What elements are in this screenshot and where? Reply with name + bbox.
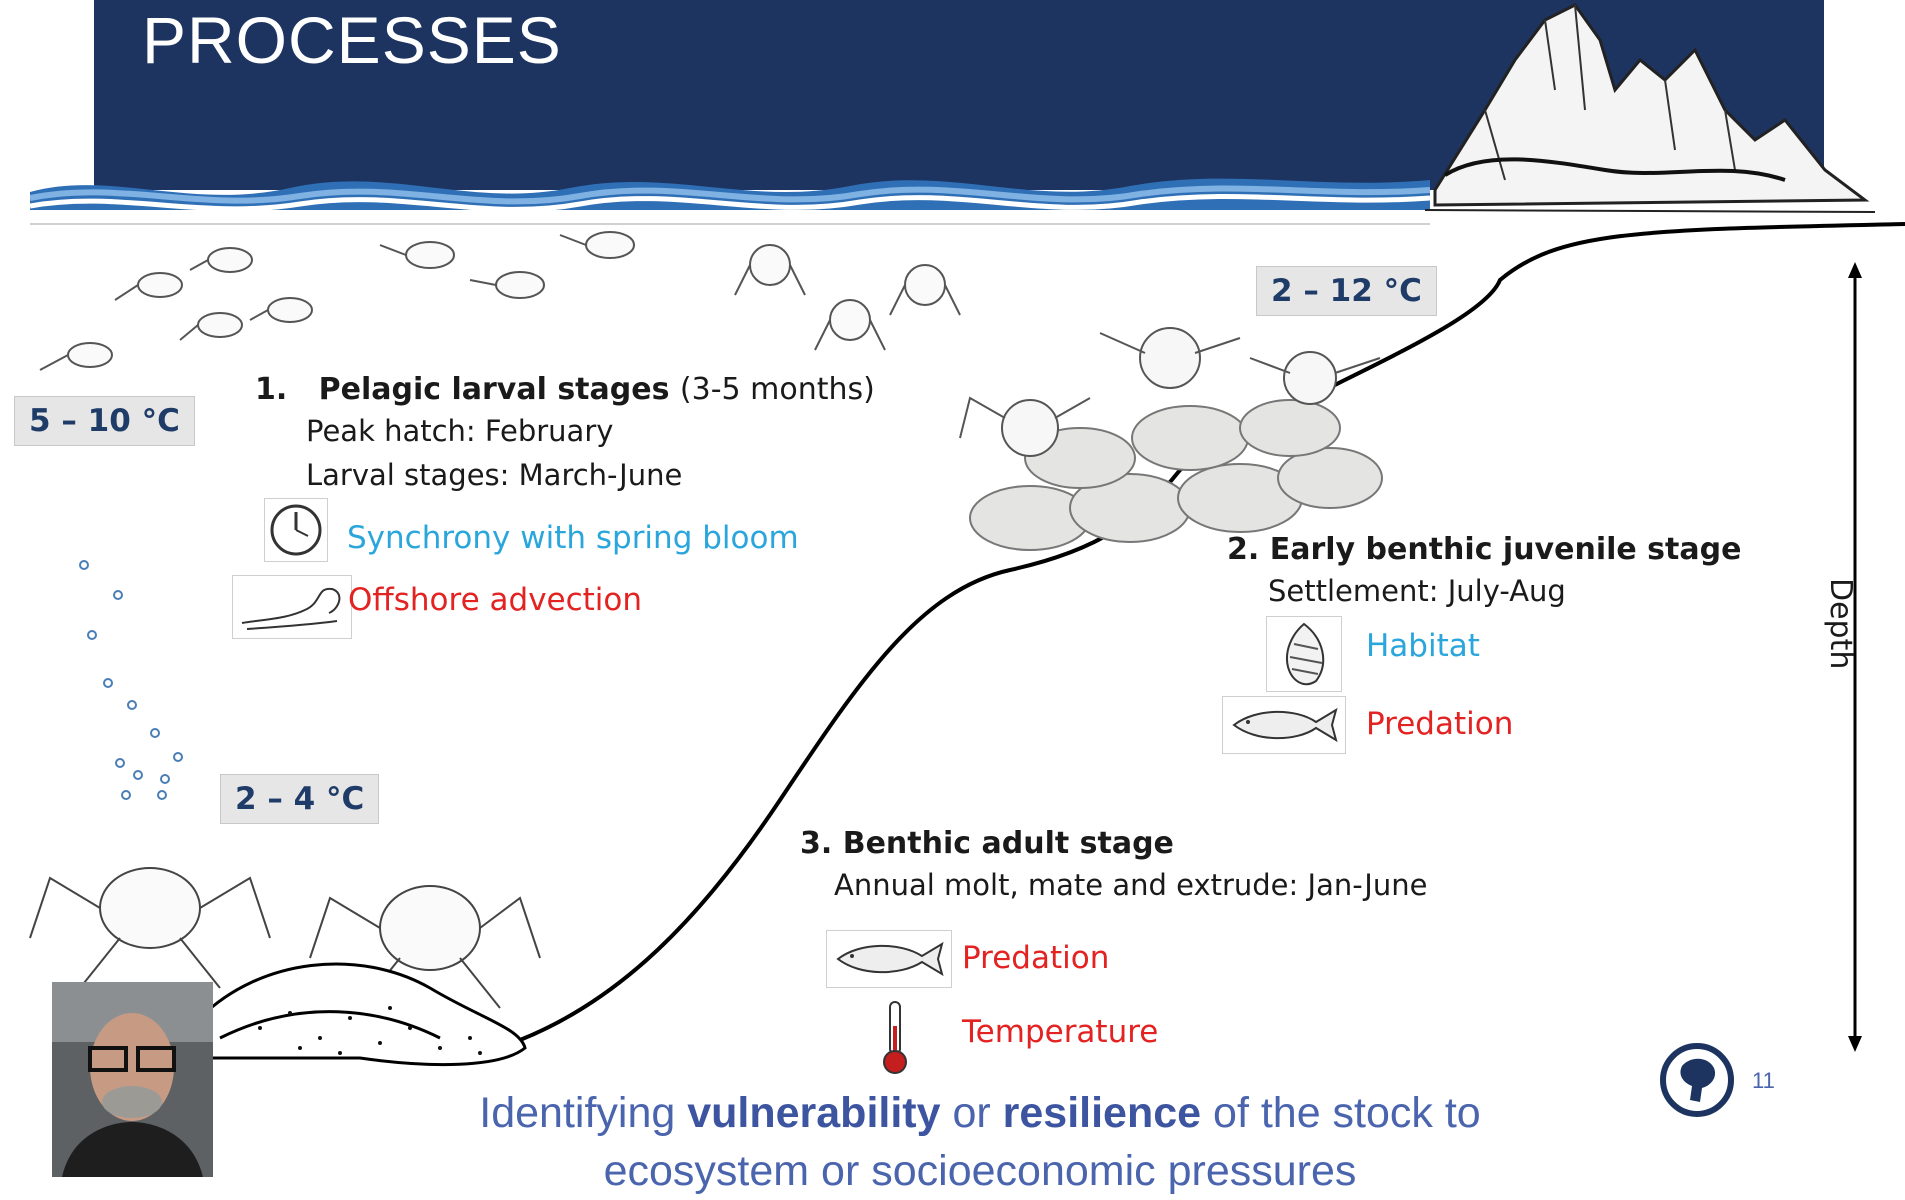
juvenile-habitat-illustration [959, 327, 1383, 551]
stage3-title: 3. Benthic adult stage [800, 826, 1174, 861]
stage2-line1: Settlement: July-Aug [1268, 574, 1566, 608]
bubbles-decoration [79, 560, 183, 800]
stage2-factor-predation: Predation [1366, 706, 1514, 742]
temp-box-adult: 2 – 4 °C [220, 774, 380, 824]
conclusion-resilience: resilience [1002, 1089, 1202, 1137]
stage1-line2: Larval stages: March-June [306, 458, 683, 492]
stage1-line1: Peak hatch: February [306, 414, 614, 448]
shell-icon [1266, 616, 1342, 692]
page-number: 11 [1752, 1068, 1775, 1093]
stage1-number: 1. [255, 372, 288, 407]
presenter-video [52, 982, 213, 1177]
stage1-title-text: Pelagic larval stages [318, 372, 670, 407]
conclusion-vulnerability: vulnerability [687, 1089, 941, 1137]
stage2-title: 2. Early benthic juvenile stage [1227, 532, 1742, 567]
conclusion-part2: or [940, 1089, 1003, 1137]
stage1-factor-synchrony: Synchrony with spring bloom [347, 520, 799, 556]
temp-box-larval: 5 – 10 °C [14, 396, 195, 446]
stage2-factor-habitat: Habitat [1366, 628, 1480, 664]
mountain-illustration [1425, 3, 1876, 213]
stage3-line1: Annual molt, mate and extrude: Jan-June [834, 868, 1428, 902]
depth-label: Depth [1823, 578, 1858, 670]
conclusion-text: Identifying vulnerability or resilience … [340, 1084, 1620, 1200]
fish-icon [1222, 696, 1346, 754]
stage1-title: 1. Pelagic larval stages (3-5 months) [255, 372, 875, 407]
logo-icon [1660, 1043, 1734, 1117]
clock-icon [264, 498, 328, 562]
stage1-factor-advection: Offshore advection [348, 582, 643, 618]
wave-decoration [30, 178, 1430, 225]
adult-habitat-illustration [29, 867, 541, 1067]
larvae-illustration [39, 231, 961, 371]
slide-title: PROCESSES [142, 3, 562, 77]
temp-box-juvenile: 2 – 12 °C [1256, 266, 1437, 316]
stage1-duration: (3-5 months) [679, 372, 875, 407]
stage3-factor-temperature: Temperature [962, 1014, 1159, 1050]
stage3-factor-predation: Predation [962, 940, 1110, 976]
depth-axis-arrow [1848, 262, 1862, 1052]
conclusion-part1: Identifying [479, 1089, 688, 1137]
wave-icon [232, 575, 352, 639]
conclusion-line2: ecosystem or socioeconomic pressures [603, 1147, 1357, 1195]
conclusion-part3: of the stock to [1201, 1089, 1481, 1137]
fish-icon [826, 930, 952, 988]
thermometer-icon [878, 1000, 912, 1076]
